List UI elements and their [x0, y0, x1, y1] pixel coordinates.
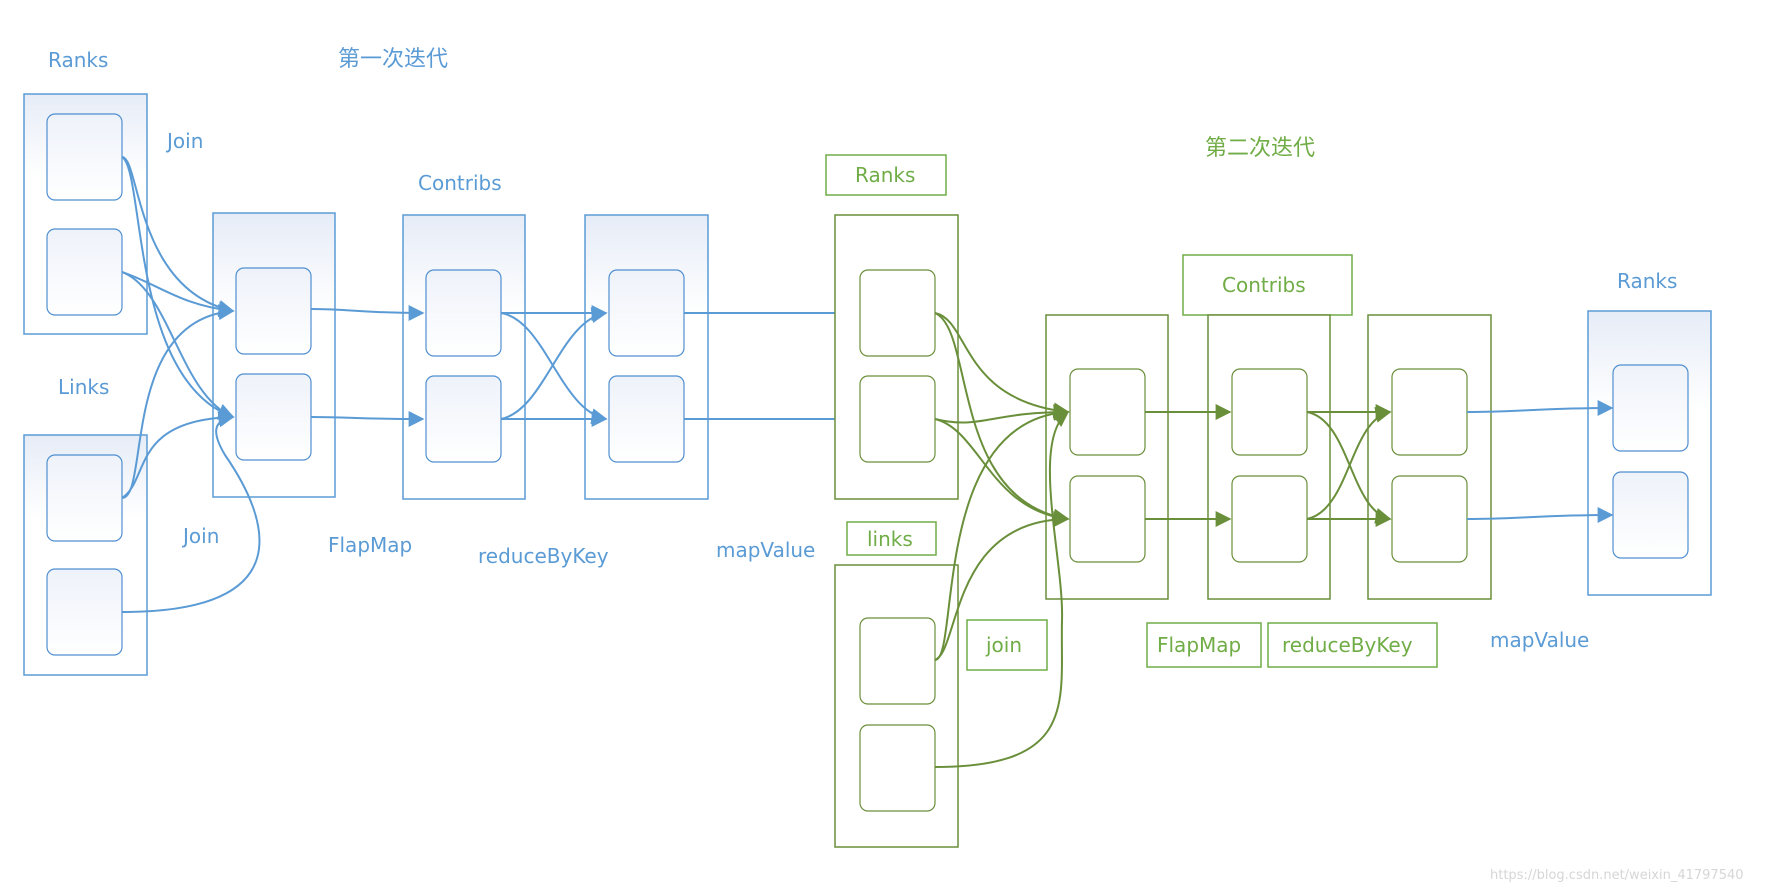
partition: [1391, 368, 1468, 456]
partition: [46, 454, 123, 542]
partition: [235, 267, 312, 355]
edge: [121, 411, 261, 613]
partition: [46, 228, 123, 316]
edge: [1466, 507, 1614, 524]
edge: [934, 404, 1070, 661]
partition: [1069, 368, 1146, 456]
contribs-label-box: Contribs: [1182, 254, 1353, 316]
iteration-2-heading: 第二次迭代: [1205, 136, 1315, 161]
partition: [1231, 368, 1308, 456]
edge: [934, 411, 1070, 768]
partition: [46, 568, 123, 656]
joined-rdd-2: [1045, 314, 1169, 600]
join-label-bottom: Join: [181, 524, 219, 548]
partition: [235, 373, 312, 461]
reduced-rdd-2: [1367, 314, 1492, 600]
svg-text:join: join: [985, 633, 1022, 657]
svg-text:links: links: [867, 527, 913, 551]
svg-text:reduceByKey: reduceByKey: [1282, 633, 1413, 657]
joined-rdd: [212, 212, 336, 498]
edge: [1466, 400, 1614, 417]
edge: [500, 307, 608, 420]
edge: [934, 511, 1070, 661]
partition: [859, 617, 936, 705]
stage3-edges: [1466, 400, 1614, 524]
contribs-rdd: [402, 214, 526, 500]
edge: [121, 271, 235, 318]
links-label: Links: [58, 375, 109, 399]
partition: [425, 269, 502, 357]
edge: [121, 156, 235, 316]
partition: [1612, 364, 1689, 452]
svg-text:Contribs: Contribs: [1222, 273, 1306, 297]
ranks-label-3: Ranks: [1617, 269, 1677, 293]
join-label-box: join: [966, 619, 1048, 671]
svg-text:Ranks: Ranks: [855, 163, 915, 187]
contribs-rdd-2: [1207, 314, 1331, 600]
flatmap-label: FlapMap: [328, 533, 412, 557]
stage2-edges: [934, 312, 1392, 768]
edge: [934, 418, 1070, 526]
partition: [608, 375, 685, 463]
partition: [425, 375, 502, 463]
edge: [121, 271, 235, 419]
flatmap-label-box: FlapMap: [1146, 622, 1262, 668]
iteration-1-heading: 第一次迭代: [338, 47, 448, 72]
edge: [310, 304, 425, 321]
contribs-label: Contribs: [418, 171, 502, 195]
ranks-rdd: [23, 93, 148, 335]
ranks-rdd-2: [834, 214, 959, 500]
reducebykey-label: reduceByKey: [478, 544, 609, 568]
ranks-label-box: Ranks: [825, 154, 947, 196]
join-label-top: Join: [165, 129, 203, 153]
watermark: https://blog.csdn.net/weixin_41797540: [1490, 868, 1744, 883]
links-rdd-2: [834, 564, 959, 848]
edge: [310, 410, 425, 427]
partition: [608, 269, 685, 357]
ranks-rdd-3: [1587, 310, 1712, 596]
edge: [121, 156, 235, 420]
reduced-rdd: [584, 214, 709, 500]
edge: [934, 312, 1070, 525]
partition: [1069, 475, 1146, 563]
partition: [46, 113, 123, 201]
links-rdd: [23, 434, 148, 676]
stage1-edges: [121, 156, 856, 613]
mapvalue-label: mapValue: [716, 538, 815, 562]
partition: [859, 375, 936, 463]
ranks-label: Ranks: [48, 48, 108, 72]
mapvalue-label-2: mapValue: [1490, 628, 1589, 652]
edge: [1306, 407, 1392, 520]
links-label-box: links: [846, 521, 937, 556]
partition: [859, 269, 936, 357]
edge: [934, 404, 1070, 424]
edge: [121, 409, 235, 499]
partition: [1612, 471, 1689, 559]
partition: [1391, 475, 1468, 563]
partition: [1231, 475, 1308, 563]
partition: [859, 724, 936, 812]
edge: [934, 312, 1070, 419]
reducebykey-label-box: reduceByKey: [1267, 622, 1438, 668]
svg-text:FlapMap: FlapMap: [1157, 633, 1241, 657]
